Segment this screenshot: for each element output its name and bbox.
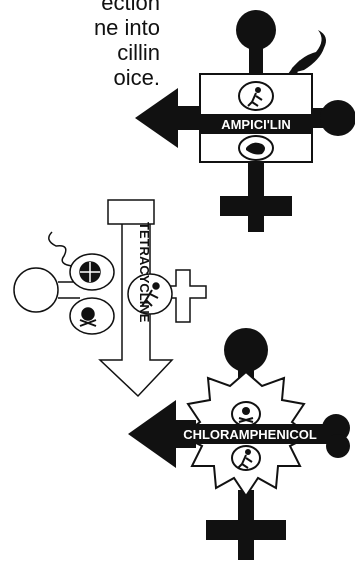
skull-icon bbox=[82, 308, 94, 320]
cross-bar bbox=[220, 196, 292, 216]
left-knob bbox=[14, 268, 58, 312]
tetracycline-label: TETRACYCLINE bbox=[137, 222, 152, 323]
ampicillin-symbol: AMPICI'LIN bbox=[135, 10, 355, 232]
smoke-icon bbox=[49, 232, 72, 266]
left-arrow-icon bbox=[135, 88, 200, 148]
runner-icon bbox=[153, 283, 159, 289]
ampicillin-label: AMPICI'LIN bbox=[221, 117, 291, 132]
chloramphenicol-label: CHLORAMPHENICOL bbox=[183, 427, 317, 442]
cross-bar bbox=[206, 520, 286, 540]
top-knob bbox=[224, 328, 268, 372]
tetracycline-symbol: TETRACYCLINE bbox=[14, 200, 206, 396]
top-knob bbox=[236, 10, 276, 50]
right-knob bbox=[320, 100, 355, 136]
